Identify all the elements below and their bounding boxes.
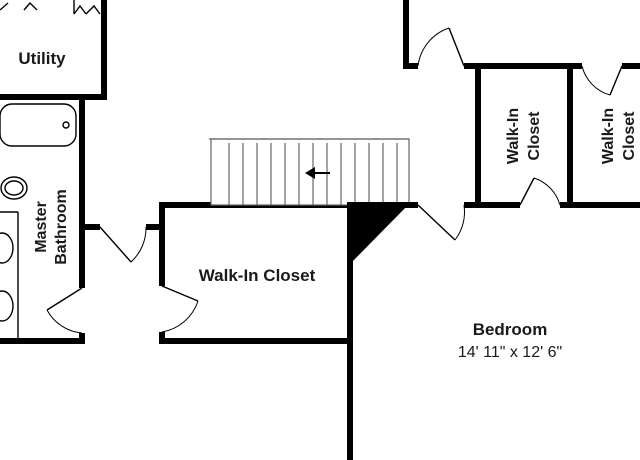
walk-in-closet-b-label-1: Walk-In <box>600 108 617 164</box>
utility-label: Utility <box>18 49 66 68</box>
master-bathroom-label-1: Master <box>33 201 50 253</box>
stair-treads <box>228 143 398 205</box>
toilet-icon <box>0 176 28 200</box>
walk-in-closet-a: Walk-In Closet <box>475 63 573 209</box>
bedroom-dimensions: 14' 11" x 12' 6" <box>458 344 562 361</box>
utility-room: Utility <box>0 0 107 100</box>
bedroom-label: Bedroom <box>473 320 548 339</box>
walk-in-closet-b: Walk-In Closet <box>581 62 638 164</box>
bathtub-icon <box>0 103 77 147</box>
utility-bifold-door <box>0 0 101 15</box>
hall-door <box>99 223 147 263</box>
chase-block <box>347 205 408 264</box>
bedroom: Bedroom 14' 11" x 12' 6" <box>347 201 640 460</box>
vanity-icon <box>0 211 19 341</box>
walk-in-closet-main-label: Walk-In Closet <box>199 266 316 285</box>
upper-room-door <box>417 27 465 70</box>
staircase <box>209 138 410 206</box>
hall-walls <box>79 223 165 263</box>
walk-in-closet-b-label-2: Closet <box>621 111 638 161</box>
stair-direction-arrow-icon <box>305 167 330 179</box>
walk-in-closet-a-label-1: Walk-In <box>505 108 522 164</box>
master-bathroom: Master Bathroom <box>0 94 86 344</box>
sink-icon <box>0 290 14 322</box>
closet-main-door <box>158 285 199 333</box>
closet-a-door <box>519 177 561 209</box>
master-bathroom-label-2: Bathroom <box>53 189 70 265</box>
walk-in-closet-main: Walk-In Closet <box>158 202 353 344</box>
bedroom-door <box>417 201 465 241</box>
bathroom-door <box>46 287 86 334</box>
upper-right-room <box>403 0 640 70</box>
closet-b-door <box>581 62 623 96</box>
sink-icon <box>0 232 14 264</box>
walk-in-closet-a-label-2: Closet <box>526 111 543 161</box>
